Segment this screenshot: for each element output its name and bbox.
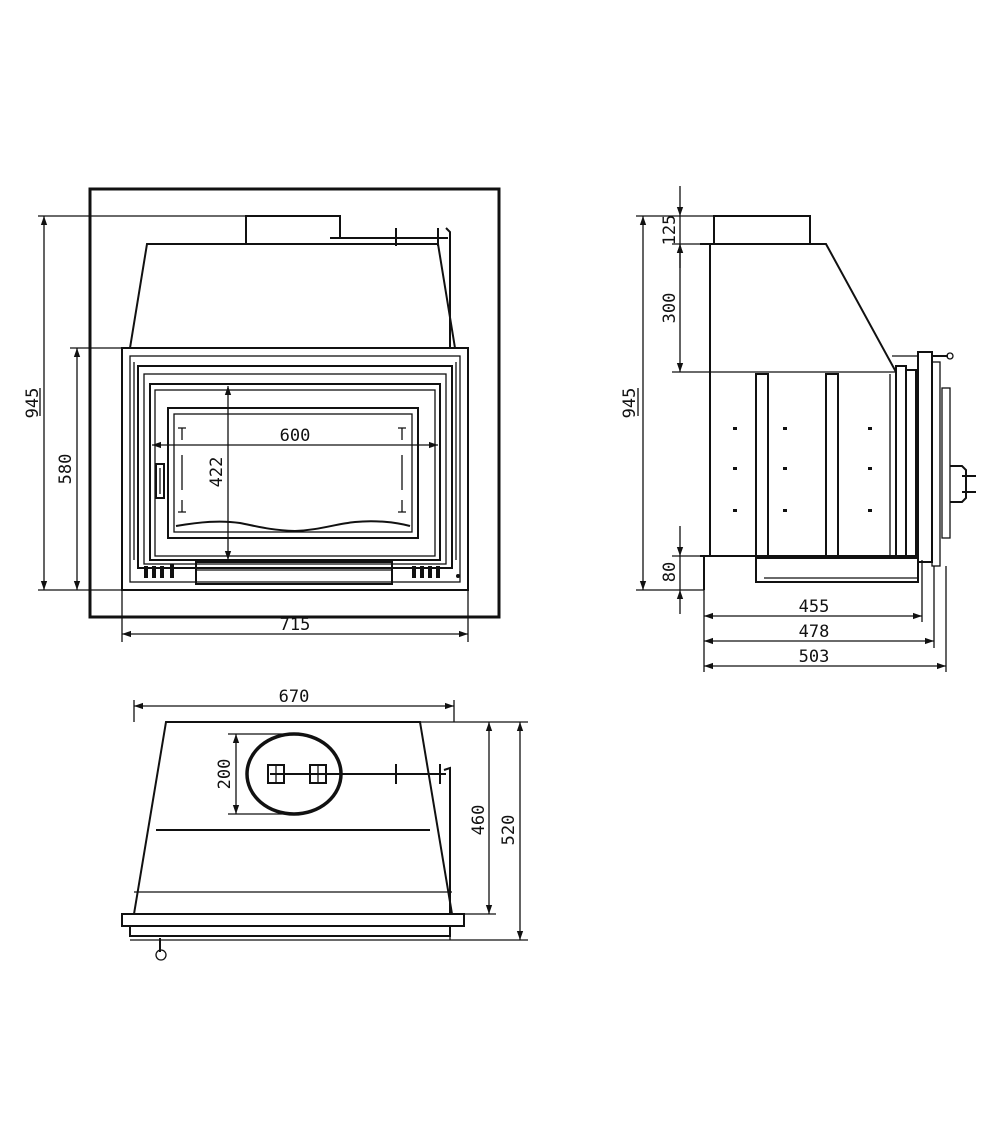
side-dim-label-125: 125 — [660, 215, 680, 246]
dim-label-945: 945 — [23, 388, 43, 419]
hood — [128, 243, 457, 349]
side-dim-label-455: 455 — [799, 597, 830, 617]
dim-label-580: 580 — [56, 454, 76, 485]
door-handle — [155, 463, 165, 499]
top-view: 670 200 460 520 — [121, 687, 528, 961]
door-frame — [149, 383, 441, 561]
top-dim-label-460: 460 — [469, 805, 489, 836]
top-dim-label-520: 520 — [499, 815, 519, 846]
dim-label-715: 715 — [280, 615, 311, 635]
side-dim-label-80: 80 — [660, 562, 680, 582]
body-outer — [121, 347, 469, 591]
side-holes — [733, 427, 872, 512]
side-base — [700, 555, 705, 590]
side-dim-label-945: 945 — [620, 388, 640, 419]
front-view: 945 580 715 600 422 — [23, 187, 501, 642]
dim-label-600: 600 — [280, 426, 311, 446]
side-view: 945 125 300 80 455 478 503 — [620, 186, 976, 672]
firebed-line — [175, 520, 411, 533]
side-handle — [950, 465, 967, 503]
top-knob — [155, 949, 167, 961]
side-dim-label-478: 478 — [799, 622, 830, 642]
flue-collar — [245, 215, 341, 244]
side-body-outline — [709, 243, 897, 556]
glass-panel — [167, 407, 419, 539]
top-front-plate — [121, 913, 465, 927]
side-rib-1 — [755, 373, 769, 557]
side-flue — [713, 215, 811, 245]
vent-slots-left — [144, 564, 174, 578]
top-dim-label-670: 670 — [279, 687, 310, 707]
dim-label-422: 422 — [207, 457, 227, 488]
side-rib-2 — [825, 373, 839, 557]
side-dim-label-300: 300 — [660, 293, 680, 324]
top-body — [132, 721, 454, 915]
vent-slots-right — [412, 566, 460, 578]
side-dim-label-503: 503 — [799, 647, 830, 667]
wall-frame — [88, 187, 501, 619]
ash-drawer — [195, 561, 393, 585]
top-dim-label-200: 200 — [215, 759, 235, 790]
side-knob-top — [946, 352, 954, 360]
